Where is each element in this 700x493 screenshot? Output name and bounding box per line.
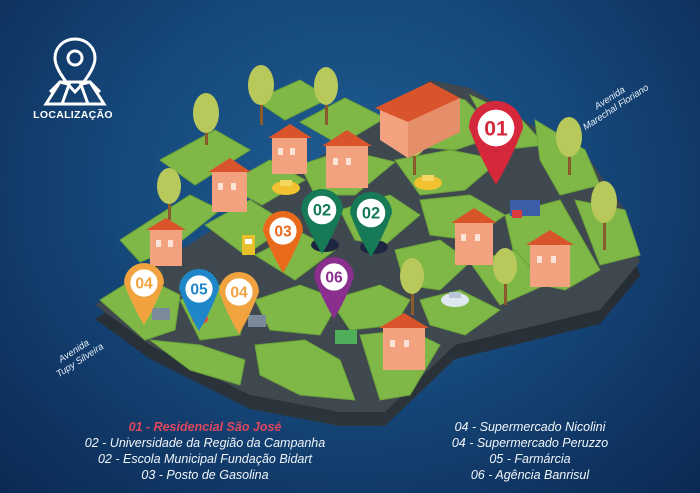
location-pin-label: 02	[313, 202, 331, 220]
location-pins: 01 02 02 03 04 04 05 06	[123, 101, 523, 334]
location-pin-01: 01	[469, 101, 523, 185]
legend-item: 01 - Residencial São José	[128, 420, 282, 434]
location-pin-06: 06	[314, 257, 354, 319]
location-pin-label: 03	[274, 223, 292, 240]
location-pin-label: 05	[190, 281, 208, 298]
legend-item: 02 - Universidade da Região da Campanha	[84, 436, 326, 450]
location-pin-02: 02	[301, 189, 343, 255]
legend-item: 04 - Supermercado Peruzzo	[451, 436, 609, 450]
legend-item: 04 - Supermercado Nicolini	[454, 420, 606, 434]
location-pin-label: 02	[362, 205, 380, 223]
location-pin-03: 03	[263, 211, 303, 273]
location-pin-label: 06	[325, 269, 343, 286]
location-pin-04: 04	[123, 262, 165, 325]
legend-item: 02 - Escola Municipal Fundação Bidart	[97, 452, 312, 466]
location-pin-label: 01	[484, 117, 508, 140]
legend-item: 05 - Farmárcia	[489, 452, 571, 466]
location-pin-04: 04	[219, 272, 259, 334]
header-title: LOCALIZAÇÃO	[33, 109, 113, 121]
location-map-pin-icon	[30, 34, 120, 113]
legend-item: 06 - Agência Banrisul	[470, 468, 590, 482]
location-pin-label: 04	[230, 284, 248, 301]
buildings	[146, 82, 574, 370]
location-pin-label: 04	[135, 275, 153, 292]
location-pin-05: 05	[179, 269, 219, 331]
legend-right-column: 04 - Supermercado Nicolini 04 - Supermer…	[430, 419, 630, 483]
location-pin-02: 02	[350, 192, 392, 258]
legend-item: 03 - Posto de Gasolina	[141, 468, 269, 482]
legend-left-column: 01 - Residencial São José 02 - Universid…	[55, 419, 355, 483]
